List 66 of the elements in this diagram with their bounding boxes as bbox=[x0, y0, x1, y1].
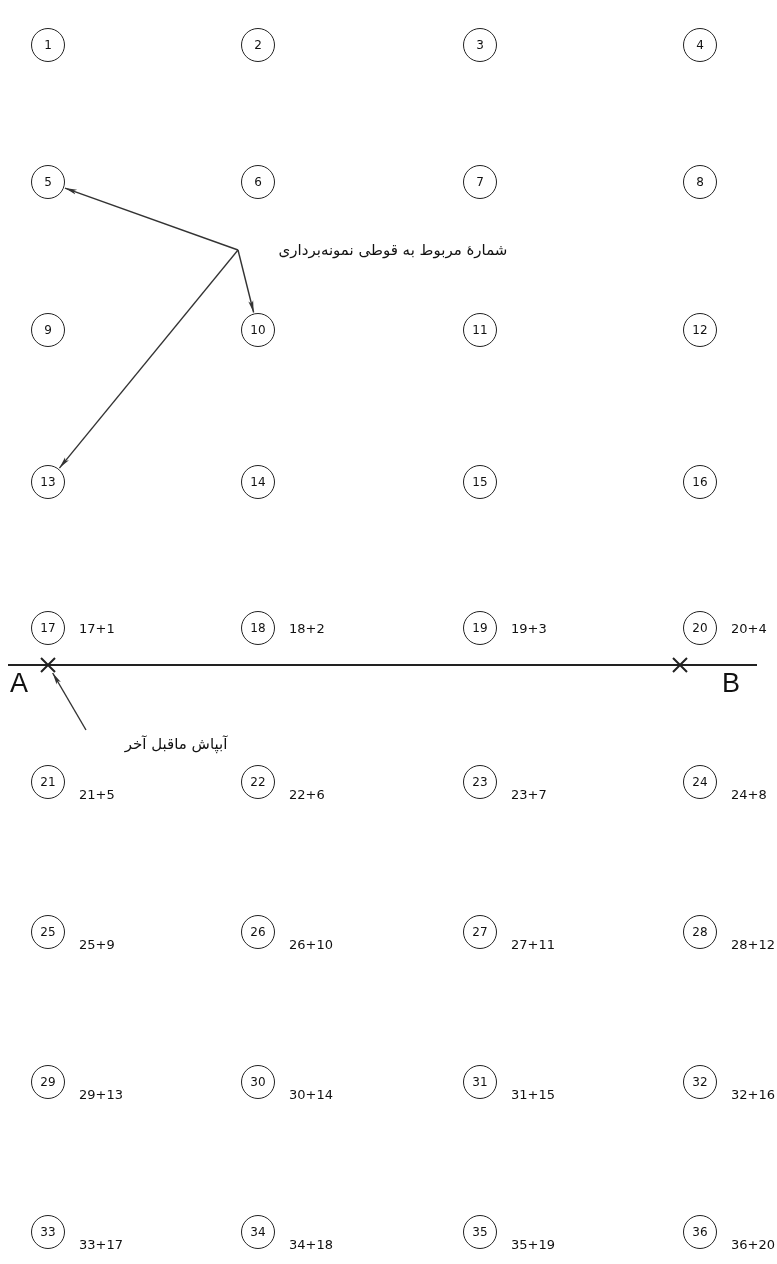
numbered-circle: 23 bbox=[463, 765, 497, 799]
sum-annotation: 21+5 bbox=[79, 787, 115, 802]
sum-annotation: 35+19 bbox=[511, 1237, 555, 1252]
numbered-circle: 16 bbox=[683, 465, 717, 499]
numbered-circle: 17 bbox=[31, 611, 65, 645]
sum-annotation: 20+4 bbox=[731, 621, 767, 636]
sum-annotation: 27+11 bbox=[511, 937, 555, 952]
numbered-circle: 29 bbox=[31, 1065, 65, 1099]
sum-annotation: 25+9 bbox=[79, 937, 115, 952]
numbered-circle: 32 bbox=[683, 1065, 717, 1099]
numbered-circle: 33 bbox=[31, 1215, 65, 1249]
leader-line bbox=[237, 249, 255, 314]
numbered-circle: 19 bbox=[463, 611, 497, 645]
sprinkler-cross-mark bbox=[672, 657, 688, 673]
sum-annotation: 23+7 bbox=[511, 787, 547, 802]
numbered-circle: 2 bbox=[241, 28, 275, 62]
numbered-circle: 21 bbox=[31, 765, 65, 799]
numbered-circle: 27 bbox=[463, 915, 497, 949]
point-label: A bbox=[10, 668, 28, 699]
numbered-circle: 14 bbox=[241, 465, 275, 499]
numbered-circle: 25 bbox=[31, 915, 65, 949]
numbered-circle: 30 bbox=[241, 1065, 275, 1099]
sum-annotation: 19+3 bbox=[511, 621, 547, 636]
leader-line bbox=[52, 672, 87, 731]
sum-annotation: 33+17 bbox=[79, 1237, 123, 1252]
numbered-circle: 8 bbox=[683, 165, 717, 199]
numbered-circle: 3 bbox=[463, 28, 497, 62]
sum-annotation: 26+10 bbox=[289, 937, 333, 952]
numbered-circle: 35 bbox=[463, 1215, 497, 1249]
numbered-circle: 6 bbox=[241, 165, 275, 199]
sum-annotation: 30+14 bbox=[289, 1087, 333, 1102]
callout-text: آبپاش ماقبل آخر bbox=[86, 730, 266, 758]
numbered-circle: 22 bbox=[241, 765, 275, 799]
leader-line bbox=[58, 249, 239, 469]
leader-line bbox=[64, 187, 239, 251]
numbered-circle: 1 bbox=[31, 28, 65, 62]
numbered-circle: 15 bbox=[463, 465, 497, 499]
numbered-circle: 18 bbox=[241, 611, 275, 645]
numbered-circle: 20 bbox=[683, 611, 717, 645]
numbered-circle: 28 bbox=[683, 915, 717, 949]
point-label: B bbox=[722, 668, 740, 699]
sum-annotation: 24+8 bbox=[731, 787, 767, 802]
sum-annotation: 32+16 bbox=[731, 1087, 775, 1102]
numbered-circle: 9 bbox=[31, 313, 65, 347]
numbered-circle: 24 bbox=[683, 765, 717, 799]
numbered-circle: 11 bbox=[463, 313, 497, 347]
numbered-circle: 4 bbox=[683, 28, 717, 62]
sum-annotation: 31+15 bbox=[511, 1087, 555, 1102]
numbered-circle: 34 bbox=[241, 1215, 275, 1249]
numbered-circle: 26 bbox=[241, 915, 275, 949]
sum-annotation: 17+1 bbox=[79, 621, 115, 636]
numbered-circle: 10 bbox=[241, 313, 275, 347]
numbered-circle: 13 bbox=[31, 465, 65, 499]
callout-text: شمارهٔ مربوط به قوطی نمونه‌برداری bbox=[238, 236, 548, 264]
sum-annotation: 22+6 bbox=[289, 787, 325, 802]
sprinkler-cross-mark bbox=[40, 657, 56, 673]
numbered-circle: 36 bbox=[683, 1215, 717, 1249]
sum-annotation: 18+2 bbox=[289, 621, 325, 636]
numbered-circle: 5 bbox=[31, 165, 65, 199]
sum-annotation: 28+12 bbox=[731, 937, 775, 952]
numbered-circle: 7 bbox=[463, 165, 497, 199]
sum-annotation: 29+13 bbox=[79, 1087, 123, 1102]
numbered-circle: 31 bbox=[463, 1065, 497, 1099]
sum-annotation: 34+18 bbox=[289, 1237, 333, 1252]
sum-annotation: 36+20 bbox=[731, 1237, 775, 1252]
numbered-circle: 12 bbox=[683, 313, 717, 347]
